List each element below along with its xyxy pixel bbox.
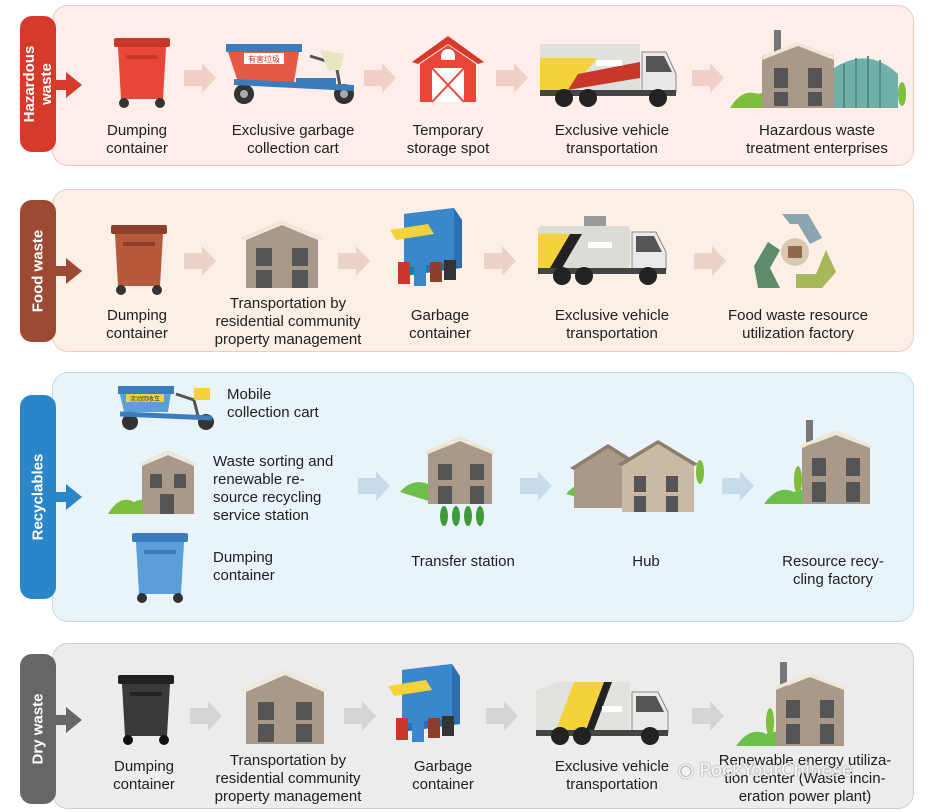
recyclables-source-2-label: Waste sorting and renewable re- source r… (213, 453, 334, 524)
flow-arrow-icon (722, 471, 754, 501)
flow-arrow-icon (694, 246, 726, 276)
blue-bin-icon (132, 533, 188, 603)
flow-arrow-icon (486, 701, 518, 731)
red-bin-icon (114, 38, 170, 108)
hazardous-step-5-label: Hazardous waste treatment enterprises (746, 122, 888, 157)
hazardous-step-4-label: Exclusive vehicle transportation (554, 122, 670, 157)
food-step-1-label: Dumping container (106, 307, 168, 342)
food-step-2-label: Transportation by residential community … (214, 295, 362, 348)
flow-arrow-icon (190, 701, 222, 731)
recyclables-tab-arrow-icon (66, 484, 82, 510)
flow-arrow-icon (692, 701, 724, 731)
hazardous-tab-arrow-icon (66, 72, 82, 98)
brown-bin-icon (111, 225, 167, 295)
dry-step-3-label: Garbage container (412, 758, 474, 793)
dry-property-management-house-icon (240, 670, 330, 744)
food-tab: Food waste (20, 200, 56, 342)
food-transport-truck-icon (538, 216, 667, 285)
flow-arrow-icon (364, 63, 396, 93)
hazardous-tab-arrow-stem (54, 80, 68, 90)
recycling-service-station-icon (108, 450, 198, 514)
resource-recycling-factory-icon (764, 420, 874, 504)
flow-arrow-icon (184, 63, 216, 93)
transfer-station-icon (400, 436, 496, 526)
dry-tab-arrow-icon (66, 707, 82, 733)
hazardous-cart-sign: 有害垃圾 (248, 54, 280, 64)
recyclables-tab-arrow-stem (54, 492, 68, 502)
mobile-collection-cart-icon: 流动回收车 (118, 386, 214, 430)
dry-step-4-label: Exclusive vehicle transportation (554, 758, 670, 793)
flow-arrow-icon (484, 246, 516, 276)
flow-arrow-icon (496, 63, 528, 93)
dry-transport-truck-icon (536, 682, 669, 745)
hazardous-tab: Hazardous waste (20, 16, 56, 152)
flow-arrow-icon (184, 246, 216, 276)
hazardous-transport-truck-icon (540, 44, 677, 107)
wechat-icon: ◉ (678, 760, 694, 781)
mobile-cart-sign: 流动回收车 (130, 395, 160, 403)
flow-arrow-icon (358, 471, 390, 501)
food-property-management-house-icon (240, 220, 324, 288)
food-step-4-label: Exclusive vehicle transportation (554, 307, 670, 342)
recyclables-step-2-label: Hub (632, 553, 660, 570)
dry-step-2-label: Transportation by residential community … (214, 752, 362, 805)
recyclables-tab: Recyclables (20, 395, 56, 599)
flow-arrow-icon (338, 246, 370, 276)
watermark-text: RockYourChinese (699, 760, 853, 781)
dry-tab-arrow-stem (54, 715, 68, 725)
hazardous-step-1-label: Dumping container (106, 122, 168, 157)
watermark-logo: ◉ RockYourChinese (678, 760, 853, 781)
food-recycle-symbol-icon (754, 214, 836, 288)
recyclables-step-3-label: Resource recy- cling factory (782, 553, 884, 588)
dry-step-1-label: Dumping container (113, 758, 175, 793)
food-tab-arrow-icon (66, 258, 82, 284)
hazardous-step-3-label: Temporary storage spot (406, 122, 490, 157)
dry-tab: Dry waste (20, 654, 56, 804)
black-bin-icon (118, 675, 174, 745)
food-step-3-label: Garbage container (409, 307, 471, 342)
recyclables-source-3-label: Dumping container (213, 549, 275, 584)
recyclables-source-1-label: Mobile collection cart (227, 386, 319, 421)
incineration-power-plant-icon (736, 662, 848, 746)
temporary-storage-barn-icon (412, 36, 484, 103)
flow-arrow-icon (344, 701, 376, 731)
hazardous-collection-cart-icon: 有害垃圾 (226, 44, 355, 104)
hazardous-step-2-label: Exclusive garbage collection cart (231, 122, 355, 157)
food-step-5-label: Food waste resource utilization factory (727, 307, 869, 342)
dry-garbage-container-icon (388, 664, 460, 742)
food-tab-arrow-stem (54, 266, 68, 276)
food-garbage-container-icon (390, 208, 462, 286)
flow-arrow-icon (692, 63, 724, 93)
hub-buildings-icon (566, 440, 704, 512)
dry-step-5-label: Renewable energy utiliza- tion center (W… (718, 752, 892, 805)
recyclables-step-1-label: Transfer station (411, 553, 515, 570)
flow-arrow-icon (520, 471, 552, 501)
hazardous-treatment-plant-icon (730, 30, 906, 108)
